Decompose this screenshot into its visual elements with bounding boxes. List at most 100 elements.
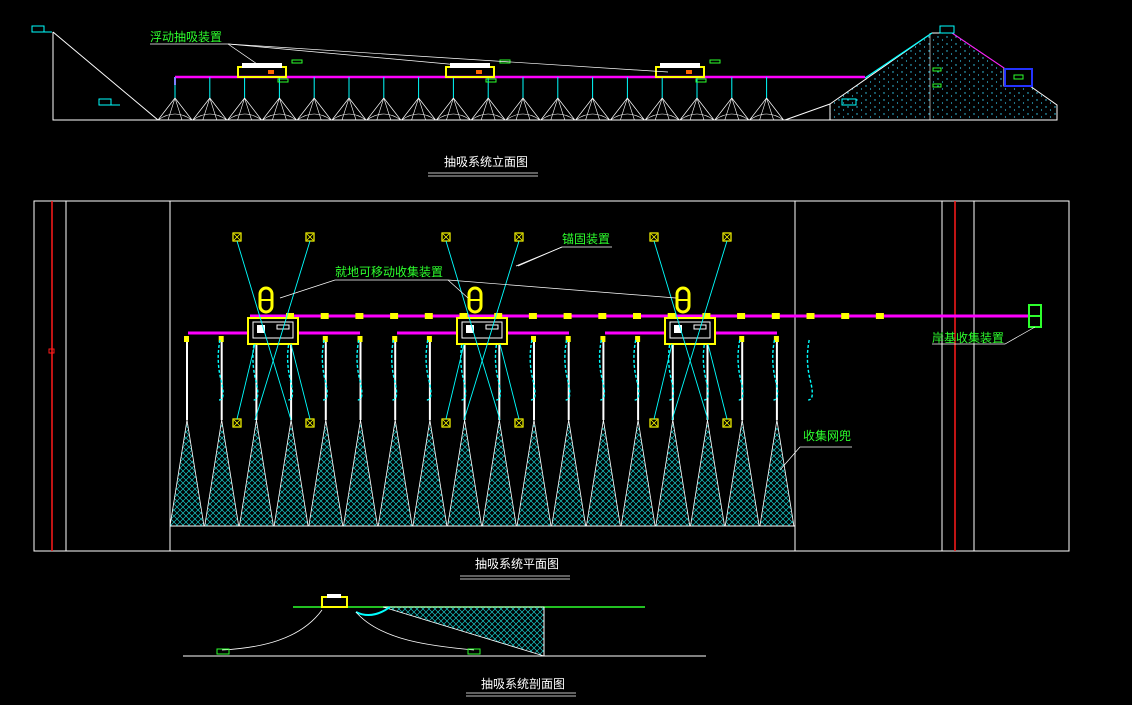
elevation-net-cone xyxy=(470,97,506,121)
elevation-net-cone xyxy=(192,97,228,121)
elevation-net-cone xyxy=(366,97,402,121)
plan-net-cone xyxy=(238,419,274,527)
net-leader xyxy=(779,446,852,471)
anchor-cable xyxy=(236,343,256,420)
plan-net-float xyxy=(565,336,571,342)
plan-net-cable xyxy=(425,339,432,401)
elevation-net-cone xyxy=(227,97,262,121)
anchor-leader xyxy=(515,246,612,267)
plan-net-float xyxy=(392,336,398,342)
pipe-joint xyxy=(563,313,572,319)
plan-net-float xyxy=(357,336,363,342)
anchor-cable xyxy=(653,240,709,421)
anchor-device-label: 锚固装置 xyxy=(562,232,611,246)
elevation-net-cone xyxy=(540,97,576,121)
plan-net-cable xyxy=(772,339,779,401)
right-slope-base xyxy=(784,103,831,121)
elevation-net-cone xyxy=(644,97,680,121)
plan-net-cable xyxy=(737,339,744,401)
plan-net-cone xyxy=(516,419,552,527)
pipe-joint xyxy=(841,313,850,319)
anchor-cable xyxy=(463,240,520,421)
plan-net-cable xyxy=(391,339,398,401)
pipe-joint xyxy=(355,313,364,319)
pipe-joint xyxy=(320,313,329,319)
plan-net-cone xyxy=(343,419,378,527)
plan-net-cone xyxy=(481,419,517,527)
elevation-net-cone xyxy=(714,97,750,121)
plan-net-cone xyxy=(690,419,725,527)
elevation-view xyxy=(31,25,1058,177)
anchor-cable xyxy=(653,343,673,420)
mobile-collection-module xyxy=(188,232,360,428)
plan-net-float xyxy=(184,336,189,342)
left-slope xyxy=(52,31,159,121)
plan-collection-modules xyxy=(188,232,777,428)
pipe-joint xyxy=(424,313,433,319)
elevation-net-cone xyxy=(296,97,332,121)
elevation-net-cone xyxy=(436,97,471,121)
elevation-title: 抽吸系统立面图 xyxy=(444,155,529,169)
bank-collector-leader xyxy=(932,326,1036,345)
plan-net-cable xyxy=(321,339,328,401)
plan-net-cone xyxy=(273,419,309,527)
section-anchor-left xyxy=(216,648,230,655)
pipe-joint xyxy=(875,313,884,319)
plan-net-float xyxy=(426,336,432,342)
plan-net-cone xyxy=(585,419,621,527)
plan-net-cone xyxy=(169,419,205,527)
pipe-joint xyxy=(633,313,641,319)
pipe-joint xyxy=(806,313,815,319)
anchor-cable xyxy=(671,240,728,421)
plan-net-float xyxy=(739,336,745,342)
floating-device-label: 浮动抽吸装置 xyxy=(150,30,223,44)
pipe-joint xyxy=(494,313,503,319)
elevation-net-cone xyxy=(505,97,541,121)
bank-collector-label: 岸基收集装置 xyxy=(932,331,1005,345)
anchor-cable xyxy=(445,343,465,420)
mobile-collector-label: 就地可移动收集装置 xyxy=(335,265,444,279)
elevation-net-cone xyxy=(679,97,715,121)
plan-net-cable xyxy=(460,339,467,401)
pipe-joint xyxy=(459,313,468,319)
pipe-joint xyxy=(702,313,711,319)
elevation-bank-collector xyxy=(1004,68,1033,87)
mobile-collection-module xyxy=(605,232,777,428)
plan-net-cone xyxy=(377,419,413,527)
plan-net-cone xyxy=(308,419,344,527)
plan-net-cable xyxy=(633,339,640,401)
anchor-cable xyxy=(445,240,501,421)
plan-net-cone xyxy=(447,419,483,527)
elevation-floating-device xyxy=(237,59,303,83)
elevation-net-array xyxy=(157,77,784,121)
pipe-joint xyxy=(528,313,537,319)
plan-net-cable xyxy=(564,339,571,401)
elevation-net-cone xyxy=(749,97,784,121)
plan-net-cable xyxy=(702,339,709,401)
pipe-joint xyxy=(737,313,746,319)
plan-net-cone xyxy=(412,419,448,527)
mobile-collection-module xyxy=(397,232,569,428)
plan-net-cable xyxy=(806,339,813,401)
section-cable xyxy=(355,606,391,617)
plan-net-float xyxy=(600,336,606,342)
anchor-cable xyxy=(707,343,728,420)
elevation-floating-device xyxy=(655,59,721,83)
anchor-cable xyxy=(290,343,311,420)
section-view xyxy=(183,594,706,697)
section-title: 抽吸系统剖面图 xyxy=(481,677,566,691)
plan-net-float xyxy=(322,336,328,342)
benchmark-symbol xyxy=(31,25,45,33)
anchor-cable xyxy=(236,240,292,421)
collection-net-label: 收集网兜 xyxy=(803,429,852,443)
anchor-cable xyxy=(254,240,311,421)
plan-net-cone xyxy=(551,419,587,527)
embankment-face xyxy=(864,32,933,79)
elevation-net-cone xyxy=(331,97,367,121)
plan-net-cable xyxy=(529,339,536,401)
plan-net-cone xyxy=(620,419,656,527)
elevation-net-cone xyxy=(610,97,645,121)
mobile-collector-leader xyxy=(279,279,677,299)
pipe-joint xyxy=(771,313,780,319)
